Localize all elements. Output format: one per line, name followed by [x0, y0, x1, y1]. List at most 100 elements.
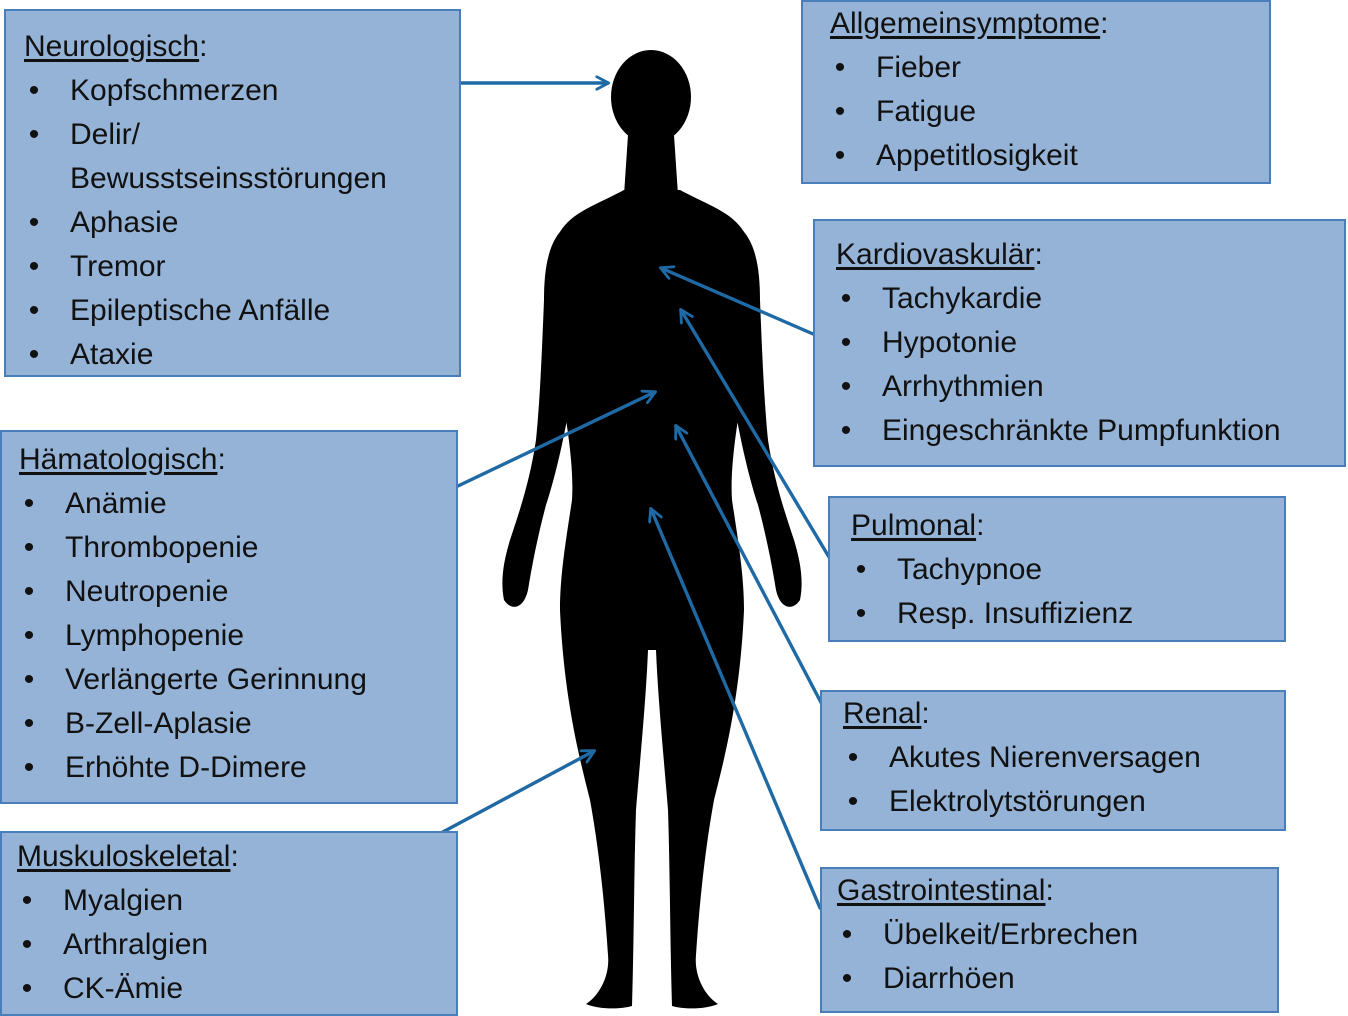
symptom-label: Hypotonie: [882, 326, 1018, 359]
bullet-icon: •: [23, 663, 35, 696]
bullet-icon: •: [847, 741, 859, 774]
symptom-label: Lymphopenie: [65, 619, 245, 652]
symptom-item: •Appetitlosigkeit: [830, 134, 1269, 178]
symptom-item: • Übelkeit/Erbrechen: [837, 913, 1277, 957]
bullet-icon: •: [841, 918, 853, 951]
bullet-icon: •: [23, 619, 35, 652]
bullet-icon: •: [23, 531, 35, 564]
bullet-icon: •: [28, 74, 40, 107]
symptom-item: • Erhöhte D-Dimere: [19, 746, 456, 790]
box-title: Neurologisch:: [24, 30, 208, 63]
box-title-text: Kardiovaskulär: [836, 238, 1035, 271]
symptom-list: •Fieber•Fatigue•Appetitlosigkeit: [830, 46, 1269, 178]
box-title: Gastrointestinal:: [837, 874, 1054, 907]
box-title-text: Gastrointestinal: [837, 874, 1046, 907]
symptom-item: •Arrhythmien: [836, 365, 1344, 409]
symptom-label: Tremor: [70, 250, 166, 283]
bullet-icon: •: [855, 553, 867, 586]
bullet-icon: •: [840, 326, 852, 359]
symptom-item: •Akutes Nierenversagen: [843, 736, 1284, 780]
symptom-item: • Delir/: [24, 113, 459, 157]
bullet-icon: •: [28, 118, 40, 151]
bullet-icon: •: [840, 282, 852, 315]
symptom-label: Resp. Insuffizienz: [897, 597, 1134, 630]
bullet-icon: •: [28, 338, 40, 371]
bullet-icon: •: [23, 487, 35, 520]
bullet-icon: •: [834, 95, 846, 128]
bullet-icon: •: [28, 206, 40, 239]
symptom-label: Bewusstseinsstörungen: [70, 162, 387, 195]
symptom-label: Erhöhte D-Dimere: [65, 751, 307, 784]
symptom-label: Appetitlosigkeit: [876, 139, 1078, 172]
symptom-label: Kopfschmerzen: [70, 74, 279, 107]
symptom-item: • B-Zell-Aplasie: [19, 702, 456, 746]
symptom-label: B-Zell-Aplasie: [65, 707, 252, 740]
symptom-item: • Epileptische Anfälle: [24, 289, 459, 333]
arrow-gastro: [651, 509, 822, 910]
symptom-item: •Tachypnoe: [851, 548, 1284, 592]
bullet-icon: •: [23, 751, 35, 784]
symptom-label: Eingeschränkte Pumpfunktion: [882, 414, 1281, 447]
gastrointestinal-box: Gastrointestinal: • Übelkeit/Erbrechen • Dia…: [820, 867, 1279, 1013]
bullet-icon: •: [834, 51, 846, 84]
neurologisch-box: Neurologisch: • Kopfschmerzen • Delir/Bewuss…: [4, 9, 461, 377]
symptom-item: •Eingeschränkte Pumpfunktion: [836, 409, 1344, 453]
symptom-item: • Tachykardie: [836, 277, 1344, 321]
symptom-item: • Thrombopenie: [19, 526, 456, 570]
bullet-icon: •: [841, 962, 853, 995]
box-title: Allgemeinsymptome:: [830, 7, 1109, 40]
box-title-text: Allgemeinsymptome: [830, 7, 1101, 40]
symptom-list: • Tachykardie • Hypotonie •Arrhythmien•Einge…: [836, 277, 1344, 453]
arrow-renal: [676, 426, 828, 714]
symptom-label: Aphasie: [70, 206, 179, 239]
symptom-label: Anämie: [65, 487, 167, 520]
bullet-icon: •: [28, 294, 40, 327]
bullet-icon: •: [23, 707, 35, 740]
bullet-icon: •: [21, 972, 33, 1005]
symptom-item: •Verlängerte Gerinnung: [19, 658, 456, 702]
bullet-icon: •: [855, 597, 867, 630]
bullet-icon: •: [21, 928, 33, 961]
symptom-label: Elektrolytstörungen: [889, 785, 1146, 818]
symptom-label: Epileptische Anfälle: [70, 294, 331, 327]
arrow-pulm: [681, 310, 837, 569]
arrow-haema: [435, 392, 655, 498]
symptom-list: •Akutes Nierenversagen•Elektrolytstörung…: [843, 736, 1284, 824]
symptom-list: • Kopfschmerzen • Delir/Bewusstseinsstörung…: [24, 69, 459, 377]
symptom-label: Übelkeit/Erbrechen: [883, 918, 1139, 951]
symptom-item: • Lymphopenie: [19, 614, 456, 658]
symptom-item: • Hypotonie: [836, 321, 1344, 365]
symptom-item: •CK-Ämie: [17, 967, 456, 1011]
box-title-text: Renal: [843, 697, 922, 730]
symptom-label: Ataxie: [70, 338, 154, 371]
symptom-item: • Elektrolytstörungen: [843, 780, 1284, 824]
symptom-list: • Anämie • Thrombopenie •Neutropenie • Lymphop…: [19, 482, 456, 790]
symptom-list: •Tachypnoe•Resp. Insuffizienz: [851, 548, 1284, 636]
symptom-label: Diarrhöen: [883, 962, 1015, 995]
symptom-item: •Myalgien: [17, 879, 456, 923]
bullet-icon: •: [21, 884, 33, 917]
symptom-item: • Ataxie: [24, 333, 459, 377]
box-title: Hämatologisch:: [19, 443, 226, 476]
symptom-label: Arrhythmien: [882, 370, 1044, 403]
symptom-label: Thrombopenie: [65, 531, 259, 564]
box-title: Pulmonal:: [851, 509, 985, 542]
symptom-item: • Resp. Insuffizienz: [851, 592, 1284, 636]
symptom-item: •Arthralgien: [17, 923, 456, 967]
renal-box: Renal:•Akutes Nierenversagen•Elektrolyts…: [820, 690, 1286, 831]
symptom-item: •Neutropenie: [19, 570, 456, 614]
box-title-text: Pulmonal: [851, 509, 977, 542]
symptom-label: Delir/: [70, 118, 141, 151]
symptom-label: Fieber: [876, 51, 962, 84]
arrow-kardio: [661, 268, 822, 339]
muskuloskeletal-box: Muskuloskeletal:•Myalgien•Arthralgien•CK…: [0, 831, 458, 1016]
box-title: Kardiovaskulär:: [836, 238, 1043, 271]
bullet-icon: •: [847, 785, 859, 818]
human-silhouette-icon: [502, 50, 802, 1009]
box-title-text: Muskuloskeletal: [17, 840, 231, 873]
symptom-label: Tachykardie: [882, 282, 1043, 315]
haematologisch-box: Hämatologisch: • Anämie • Thrombopenie •Neutr…: [0, 430, 458, 804]
symptom-item: • Kopfschmerzen: [24, 69, 459, 113]
symptom-item: • Anämie: [19, 482, 456, 526]
